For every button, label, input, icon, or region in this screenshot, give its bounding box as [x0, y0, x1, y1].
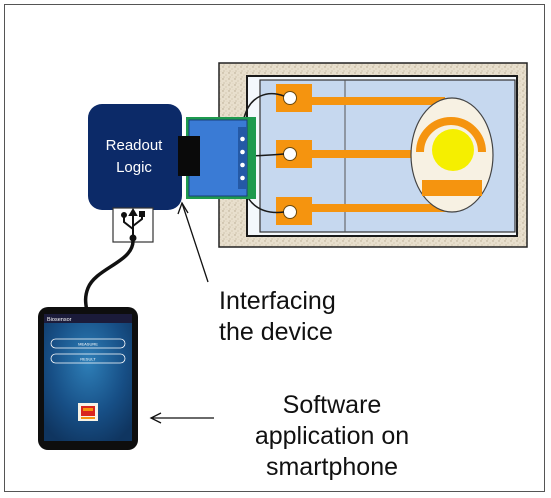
software-caption-line3: smartphone	[265, 453, 399, 481]
electrode-traces	[300, 97, 450, 212]
readout-label-line1: Readout	[106, 137, 164, 154]
sensing-well	[410, 97, 494, 213]
interfacing-arrow	[177, 201, 209, 283]
software-caption: Software application on smartphone	[232, 390, 432, 483]
phone-measure-button[interactable]	[50, 338, 126, 349]
interfacing-caption: Interfacing the device	[219, 286, 389, 348]
readout-logic-box: Readout Logic	[88, 104, 200, 210]
readout-label-line2: Logic	[116, 159, 152, 176]
usb-port	[112, 207, 154, 243]
interfacing-caption-line1: Interfacing	[219, 287, 336, 315]
software-caption-line1: Software	[282, 391, 382, 419]
readout-plug	[178, 136, 200, 176]
phone-result-button[interactable]	[50, 353, 126, 364]
phone-result-label: RESULT	[80, 357, 96, 362]
smartphone: Biosensor MEASURE RESULT	[38, 307, 138, 450]
phone-measure-label: MEASURE	[78, 342, 98, 347]
phone-app-title: Biosensor	[47, 317, 72, 323]
usb-icon	[121, 208, 145, 242]
readout-logic-body	[88, 104, 182, 210]
software-caption-line2: application on	[254, 422, 410, 450]
phone-screen	[44, 314, 132, 441]
phone-app-bar	[44, 314, 132, 323]
interfacing-caption-line2: the device	[219, 318, 333, 346]
app-logo-icon	[78, 403, 98, 421]
usb-cable	[83, 240, 135, 313]
contact-pads	[276, 84, 312, 225]
software-arrow	[149, 412, 214, 424]
